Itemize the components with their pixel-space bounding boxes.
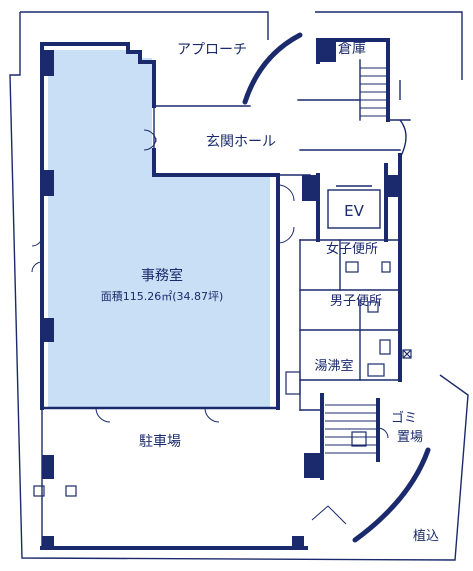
label-kitchenette: 湯沸室 bbox=[314, 358, 353, 374]
stairs bbox=[325, 67, 388, 454]
label-office: 事務室 bbox=[141, 267, 183, 284]
curved-walls bbox=[242, 32, 431, 543]
site-boundary bbox=[9, 11, 469, 561]
label-planting: 植込 bbox=[413, 529, 439, 544]
office-area bbox=[48, 50, 270, 408]
label-garbage-2: 置場 bbox=[397, 430, 423, 445]
label-storage: 倉庫 bbox=[338, 40, 366, 57]
label-approach: アプローチ bbox=[177, 42, 247, 58]
label-office-area: 面積115.26㎡(34.87坪) bbox=[101, 289, 224, 303]
label-mens-toilet: 男子便所 bbox=[330, 294, 382, 309]
label-parking: 駐車場 bbox=[139, 433, 181, 450]
label-garbage-1: ゴミ bbox=[391, 410, 417, 426]
room-labels: アプローチ 倉庫 玄関ホール EV 事務室 面積115.26㎡(34.87坪) … bbox=[101, 40, 439, 544]
label-womens-toilet: 女子便所 bbox=[326, 241, 378, 257]
elevator-shaft bbox=[327, 185, 381, 229]
label-elevator: EV bbox=[344, 202, 364, 220]
door-swings bbox=[31, 129, 389, 525]
fixtures bbox=[33, 261, 412, 497]
columns bbox=[42, 40, 400, 550]
label-entrance-hall: 玄関ホール bbox=[206, 133, 276, 150]
